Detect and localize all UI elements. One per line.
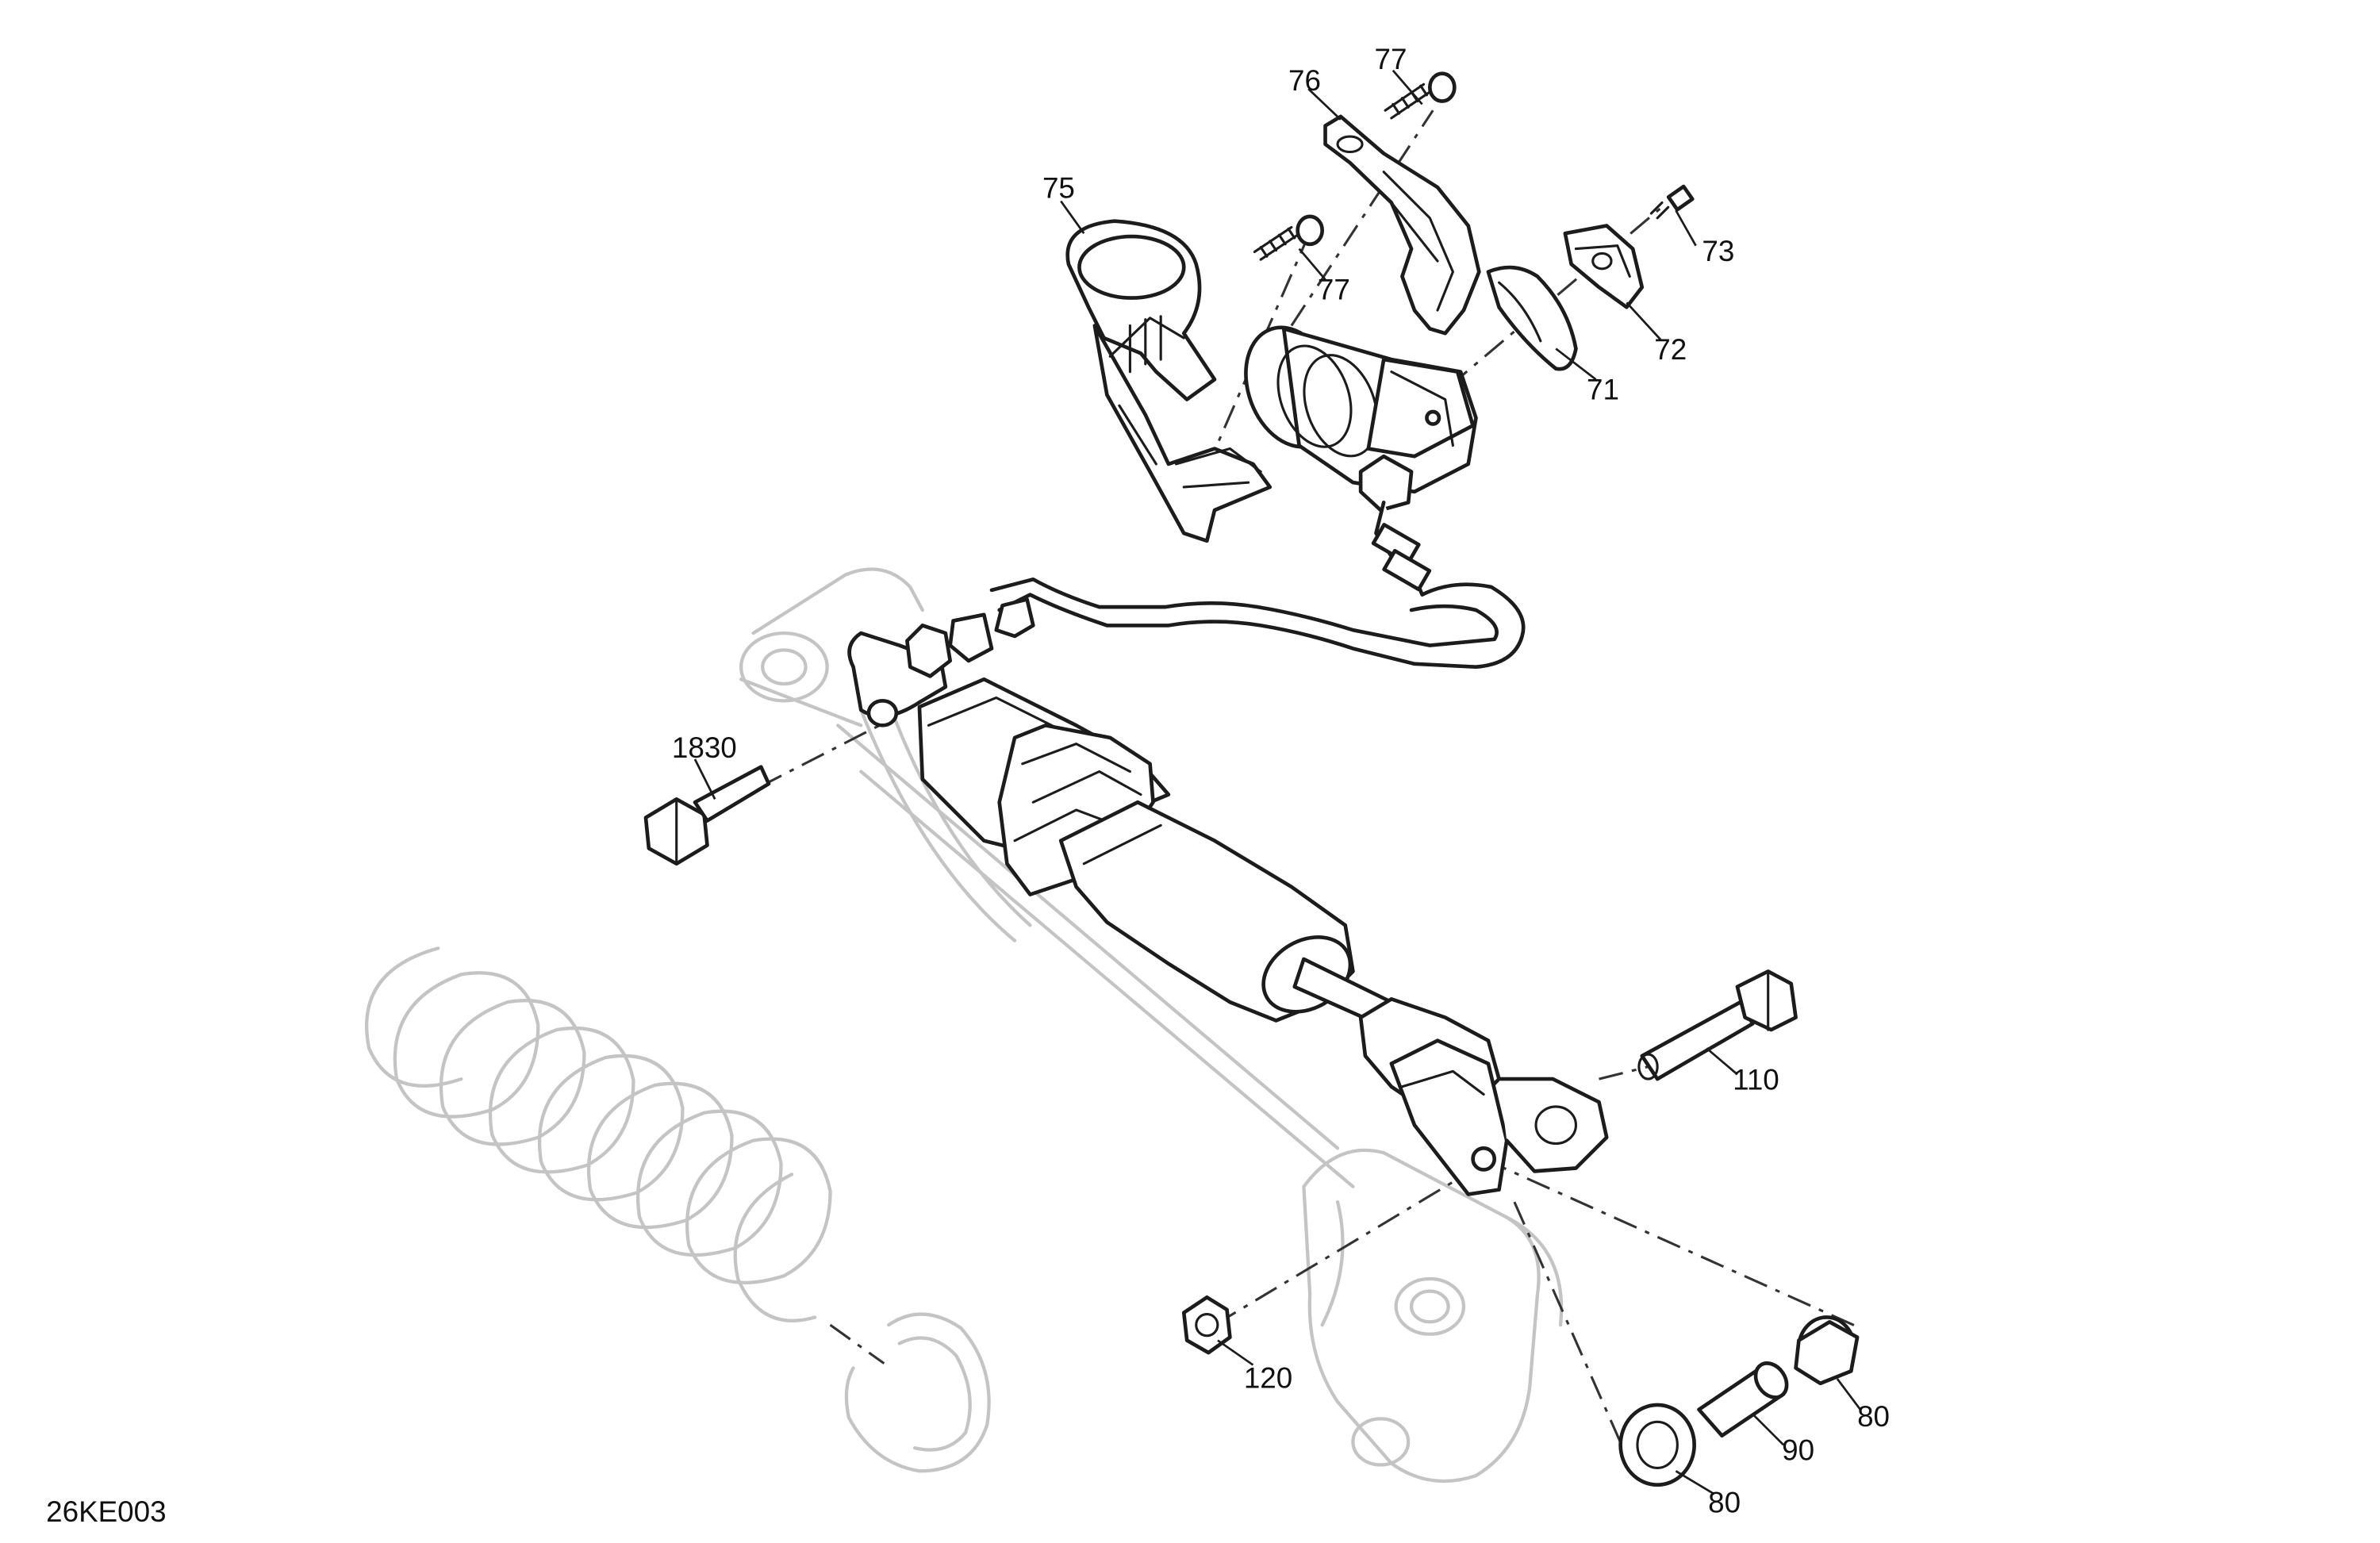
- clamp-lower-75: [1065, 219, 1273, 543]
- ghost-coil-spring: [365, 946, 832, 1322]
- flanged-bushing-80-left: [1618, 1403, 1696, 1487]
- bolt-1830: [643, 765, 771, 866]
- ghost-rocker-link: [1302, 1148, 1564, 1484]
- nut-120: [1181, 1295, 1232, 1355]
- reservoir-hose: [948, 501, 1526, 670]
- callout-72: 72: [1654, 333, 1687, 366]
- ghost-swing-arm: [739, 567, 1355, 1188]
- screw-77-upper: [1384, 71, 1457, 120]
- shock-absorber: [847, 624, 1609, 1196]
- callout-75: 75: [1042, 172, 1075, 205]
- remote-reservoir: [1244, 325, 1478, 512]
- callout-77: 77: [1375, 43, 1407, 75]
- drawing-code: 26KE003: [46, 1495, 166, 1528]
- callout-110: 110: [1733, 1064, 1779, 1096]
- callout-90: 90: [1782, 1434, 1814, 1467]
- callout-80-left: 80: [1708, 1487, 1741, 1519]
- callout-leaders: [693, 69, 1862, 1495]
- screw-77-lower: [1253, 214, 1324, 261]
- flanged-bushing-80-right: [1794, 1315, 1860, 1386]
- callout-120: 120: [1244, 1362, 1292, 1395]
- bolt-110: [1637, 969, 1798, 1081]
- spacer-90: [1697, 1361, 1789, 1438]
- cap-71: [1486, 265, 1578, 371]
- bracket-72: [1563, 224, 1645, 309]
- callout-77-lower: 77: [1318, 274, 1350, 306]
- callout-71: 71: [1587, 374, 1619, 406]
- screw-73: [1649, 184, 1695, 220]
- clamp-upper-76: [1323, 114, 1481, 336]
- callout-80-right: 80: [1857, 1400, 1890, 1433]
- callout-76: 76: [1288, 64, 1321, 97]
- callout-73: 73: [1702, 235, 1734, 267]
- ghost-spring-seat: [844, 1312, 991, 1473]
- callout-1830: 1830: [672, 731, 737, 764]
